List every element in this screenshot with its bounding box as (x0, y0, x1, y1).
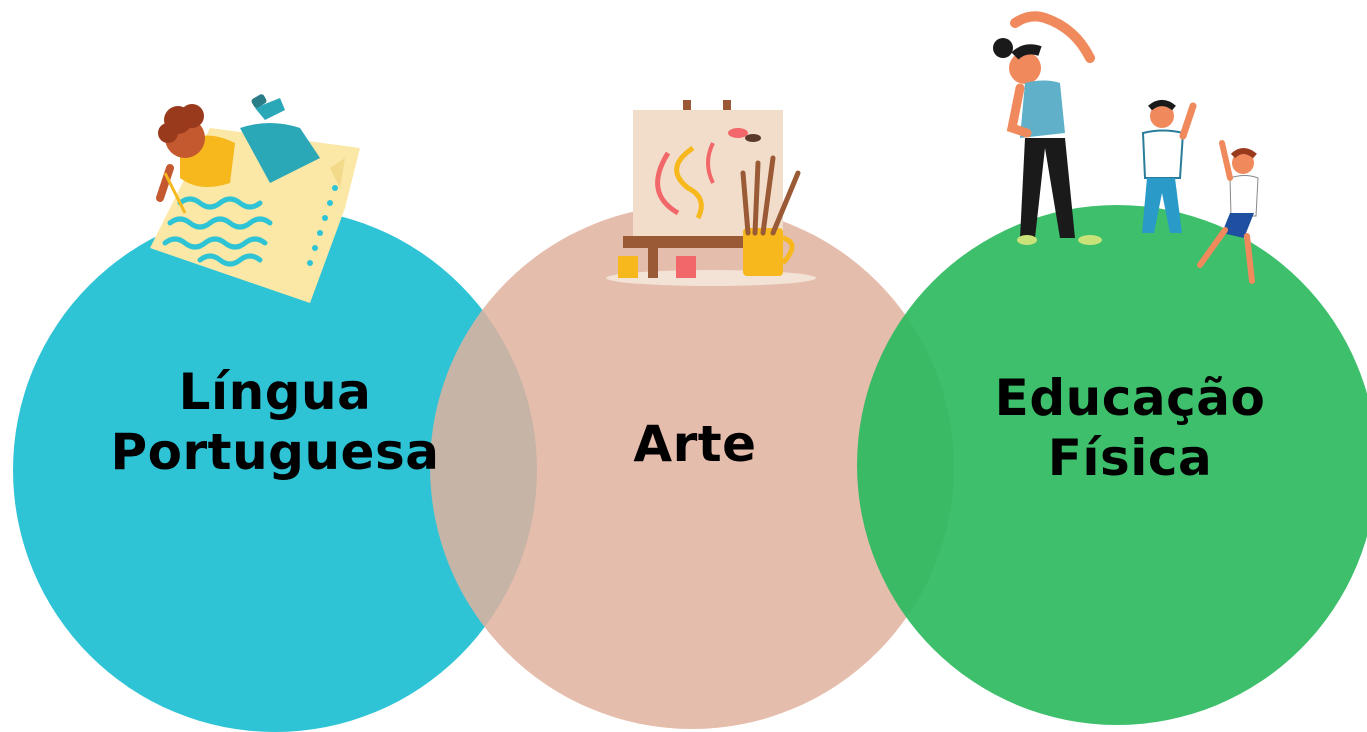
arte-label: Arte (560, 414, 830, 474)
lingua-label-line2: Portuguesa (110, 423, 440, 481)
exercise-people-illustration (993, 11, 1259, 284)
lingua-label-line1: Língua (178, 363, 372, 421)
lingua-portuguesa-label: Língua Portuguesa (60, 362, 490, 482)
educacao-fisica-label: Educação Física (940, 368, 1320, 488)
arte-label-line1: Arte (633, 415, 757, 473)
edfis-label-line1: Educação (994, 369, 1266, 427)
child-writing-illustration (150, 94, 360, 303)
edfis-label-line2: Física (1047, 429, 1213, 487)
easel-illustration (606, 100, 816, 286)
educacao-fisica-circle (857, 205, 1367, 725)
